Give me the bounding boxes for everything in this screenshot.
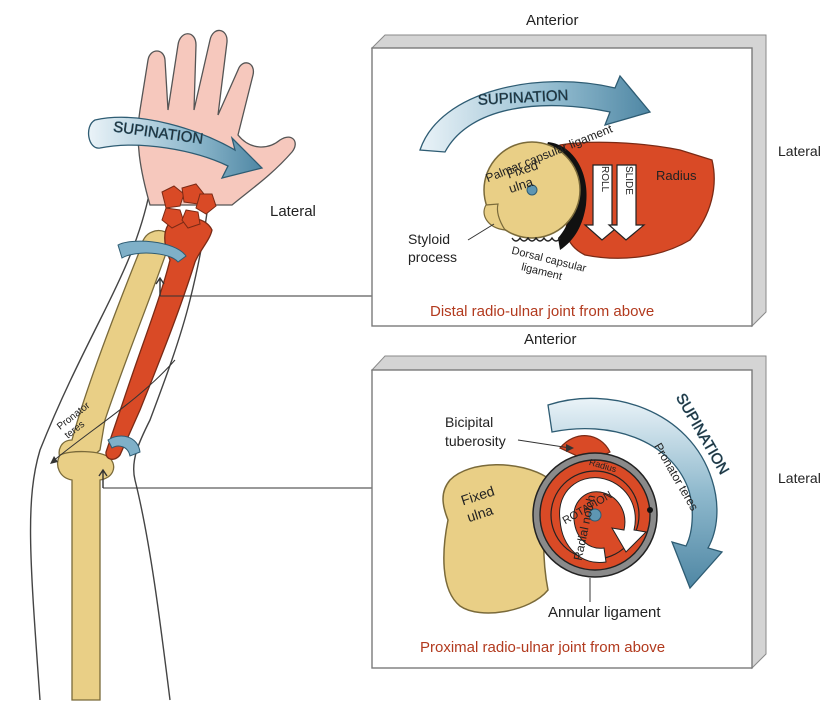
distal-supination-label: SUPINATION <box>477 87 568 109</box>
hand-skin <box>137 29 296 206</box>
roll-label: ROLL <box>599 166 610 193</box>
distal-panel: Anterior Lateral SUPINATION ROLL SLIDE P… <box>370 12 821 328</box>
radius-bone <box>105 217 213 460</box>
bicipital-leader-arrow <box>566 444 574 452</box>
distal-supination-arrow <box>419 74 652 153</box>
wrist-rotation-arrow <box>117 240 187 263</box>
proximal-caption: Proximal radio-ulnar joint from above <box>420 639 665 656</box>
distal-cartilage <box>545 142 587 250</box>
humerus-bone <box>57 450 115 701</box>
styloid-process-shape <box>483 203 507 231</box>
arm-outline <box>29 189 211 701</box>
elbow-up-arrow <box>98 468 108 488</box>
pronator-teres-insertion <box>647 507 653 513</box>
styloid-label-1: Styloid <box>408 231 450 247</box>
pronator-line <box>51 359 176 463</box>
slide-arrow <box>607 164 646 241</box>
distal-anterior-label: Anterior <box>526 12 579 29</box>
arm-illustration: SUPINATION Lateral Pronator teres <box>29 29 372 701</box>
proximal-panel: Anterior Lateral SUPINATION Bicipital tu… <box>370 331 821 670</box>
elbow-rotation-arrow <box>107 435 141 457</box>
wrist-up-arrow <box>155 276 165 296</box>
proximal-anterior-label: Anterior <box>524 331 577 348</box>
rotation-arrow <box>559 477 648 564</box>
proximal-ulna-shape <box>442 464 549 614</box>
bicipital-label-2: tuberosity <box>445 433 506 449</box>
bicipital-label-1: Bicipital <box>445 414 493 430</box>
distal-lateral-label: Lateral <box>778 143 821 159</box>
carpal-bones <box>161 183 217 229</box>
distal-radius-label: Radius <box>656 168 697 183</box>
pronator-arrowhead <box>50 456 58 464</box>
distal-caption: Distal radio-ulnar joint from above <box>430 303 654 320</box>
proximal-lateral-label: Lateral <box>778 470 821 486</box>
proximal-radius-axis <box>588 508 602 522</box>
roll-arrow <box>583 164 622 241</box>
annular-ligament-label: Annular ligament <box>548 604 661 621</box>
styloid-label-2: process <box>408 249 457 265</box>
dorsal-ligament-coil <box>511 236 561 242</box>
proximal-ulna-label: ulna <box>465 502 495 525</box>
slide-label: SLIDE <box>623 166 634 195</box>
arm-lateral-label: Lateral <box>270 203 316 220</box>
hand-supination-arrow <box>87 116 264 179</box>
distal-ulna-axis <box>526 184 538 196</box>
styloid-leader <box>467 223 495 241</box>
distal-ulna-label: ulna <box>507 174 536 196</box>
proximal-supination-arrow <box>547 397 724 590</box>
bicipital-leader <box>517 439 571 449</box>
